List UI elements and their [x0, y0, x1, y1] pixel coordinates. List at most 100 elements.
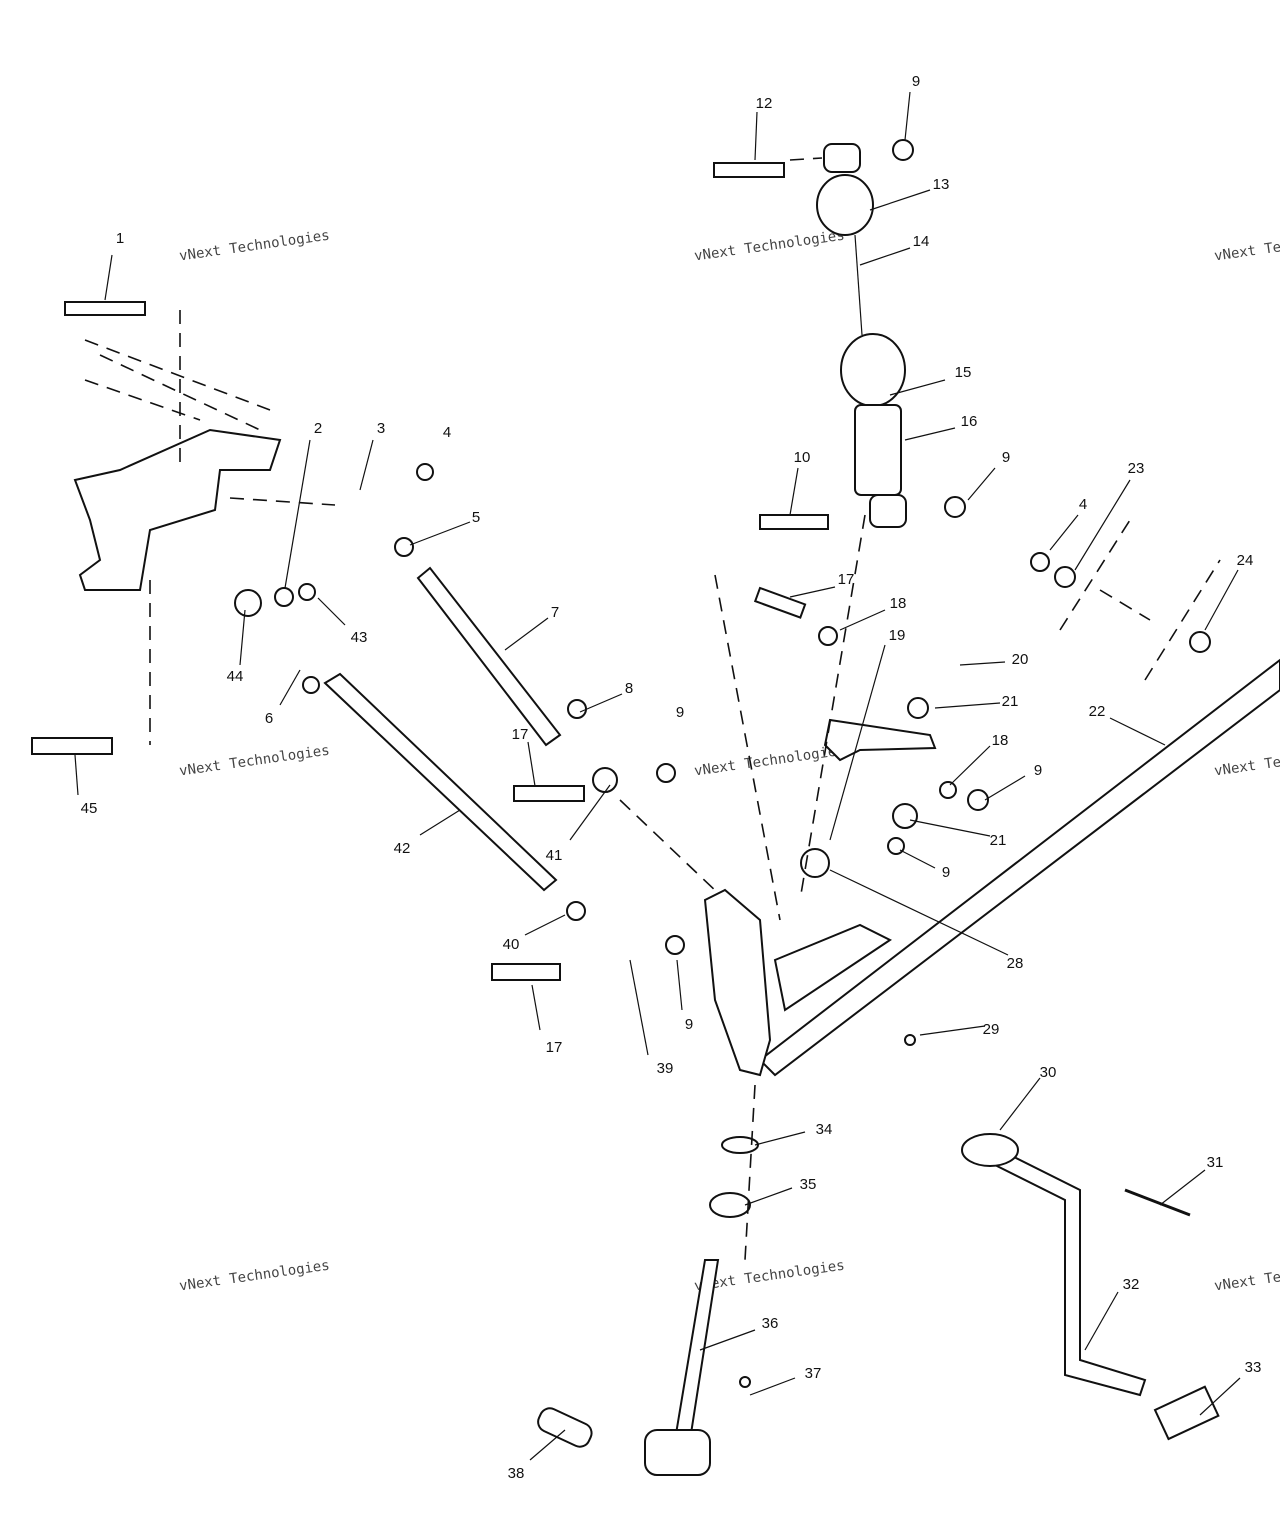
- leader-line: [1109, 717, 1166, 746]
- callout-label: 9: [912, 73, 920, 90]
- nut-or-washer: [939, 781, 957, 799]
- pin-31: [1124, 1188, 1191, 1217]
- callout-label: 15: [955, 364, 972, 381]
- leader-line: [284, 439, 311, 589]
- spindle: [703, 888, 772, 1077]
- bushing-38: [537, 1407, 593, 1448]
- watermark: vNext Technologies: [1213, 743, 1280, 780]
- nut-or-washer: [298, 583, 316, 601]
- callout-label: 20: [1012, 651, 1029, 668]
- nut-or-washer: [665, 935, 685, 955]
- leader-line: [839, 609, 886, 631]
- nut-or-washer: [656, 763, 676, 783]
- leader-line: [629, 959, 649, 1056]
- callout-label: 12: [756, 95, 773, 112]
- leader-line: [569, 784, 611, 841]
- callout-label: 6: [265, 710, 273, 727]
- leader-line: [749, 1377, 796, 1396]
- callout-label: 18: [890, 595, 907, 612]
- watermark: vNext Technologies: [1213, 1258, 1280, 1295]
- leader-line: [531, 984, 541, 1031]
- callout-label: 40: [503, 936, 520, 953]
- watermark: vNext Technologies: [693, 228, 845, 265]
- callout-label: 31: [1207, 1154, 1224, 1171]
- callout-label: 21: [1002, 693, 1019, 710]
- callout-label: 42: [394, 840, 411, 857]
- leader-line: [754, 1131, 806, 1146]
- nut-or-washer: [234, 589, 262, 617]
- nut-or-washer: [739, 1376, 751, 1388]
- spring-upper: [816, 174, 874, 236]
- callout-label: 4: [1079, 496, 1087, 513]
- watermarks: vNext Technologies vNext Technologies vNex…: [178, 228, 1280, 1295]
- callout-label: 9: [1002, 449, 1010, 466]
- callout-label: 9: [942, 864, 950, 881]
- leader-line: [789, 586, 836, 598]
- bolt-12: [713, 162, 785, 178]
- callout-label: 43: [351, 629, 368, 646]
- leader-line: [744, 1187, 793, 1206]
- leader-line: [959, 661, 1006, 666]
- shock-top-eye: [823, 143, 861, 173]
- nut-or-washer: [394, 537, 414, 557]
- callout-label: 10: [794, 449, 811, 466]
- nut-or-washer: [567, 699, 587, 719]
- leader-line: [789, 467, 799, 516]
- leader-line: [1204, 569, 1239, 631]
- leader-line: [529, 1429, 566, 1461]
- leader-line: [317, 597, 346, 626]
- nut-or-washer: [592, 767, 618, 793]
- callout-label: 36: [762, 1315, 779, 1332]
- nut-or-washer: [566, 901, 586, 921]
- nut-or-washer: [907, 697, 929, 719]
- tube-7: [416, 566, 562, 747]
- nut-or-washer: [1054, 566, 1076, 588]
- shock-body-16: [854, 404, 902, 496]
- leader-line: [904, 427, 956, 441]
- steering-arm-19: [823, 718, 937, 762]
- watermark: vNext Technologies: [178, 743, 330, 780]
- leader-line: [899, 849, 936, 869]
- leader-line: [579, 693, 623, 713]
- leader-line: [1159, 1169, 1206, 1206]
- callout-label: 9: [1034, 762, 1042, 779]
- callout-label: 9: [685, 1016, 693, 1033]
- bolt-17c: [491, 963, 561, 981]
- leader-line: [527, 741, 536, 787]
- watermark: vNext Technologies: [178, 228, 330, 265]
- nut-or-washer: [967, 789, 989, 811]
- bolt-1: [64, 301, 146, 316]
- leader-line: [676, 959, 683, 1011]
- callout-label: 29: [983, 1021, 1000, 1038]
- leader-line: [239, 609, 246, 666]
- callout-label: 1: [116, 230, 124, 247]
- callout-label: 18: [992, 732, 1009, 749]
- callout-label: 3: [377, 420, 385, 437]
- callout-label: 22: [1089, 703, 1106, 720]
- tube-42: [323, 672, 558, 892]
- callout-label: 45: [81, 800, 98, 817]
- callout-label: 4: [443, 424, 451, 441]
- callout-label: 32: [1123, 1276, 1140, 1293]
- callout-label: 5: [472, 509, 480, 526]
- pedal-mount-30: [961, 1133, 1019, 1167]
- callout-label: 41: [546, 847, 563, 864]
- leader-line: [934, 702, 1001, 709]
- nut-or-washer: [818, 626, 838, 646]
- watermark: vNext Technologies: [1213, 228, 1280, 265]
- leader-line: [699, 1329, 756, 1351]
- pedal-32: [993, 1148, 1147, 1397]
- nut-or-washer: [904, 1034, 916, 1046]
- leader-line: [1074, 479, 1131, 571]
- callout-label: 24: [1237, 552, 1254, 569]
- nut-or-washer: [892, 139, 914, 161]
- frame-bracket: [73, 428, 282, 591]
- watermark: vNext Technologies: [693, 743, 845, 780]
- bolt-17b: [513, 785, 585, 802]
- nut-or-washer: [944, 496, 966, 518]
- callout-label: 19: [889, 627, 906, 644]
- shock-bottom-eye: [869, 494, 907, 528]
- callout-label: 17: [838, 571, 855, 588]
- callout-label: 44: [227, 668, 244, 685]
